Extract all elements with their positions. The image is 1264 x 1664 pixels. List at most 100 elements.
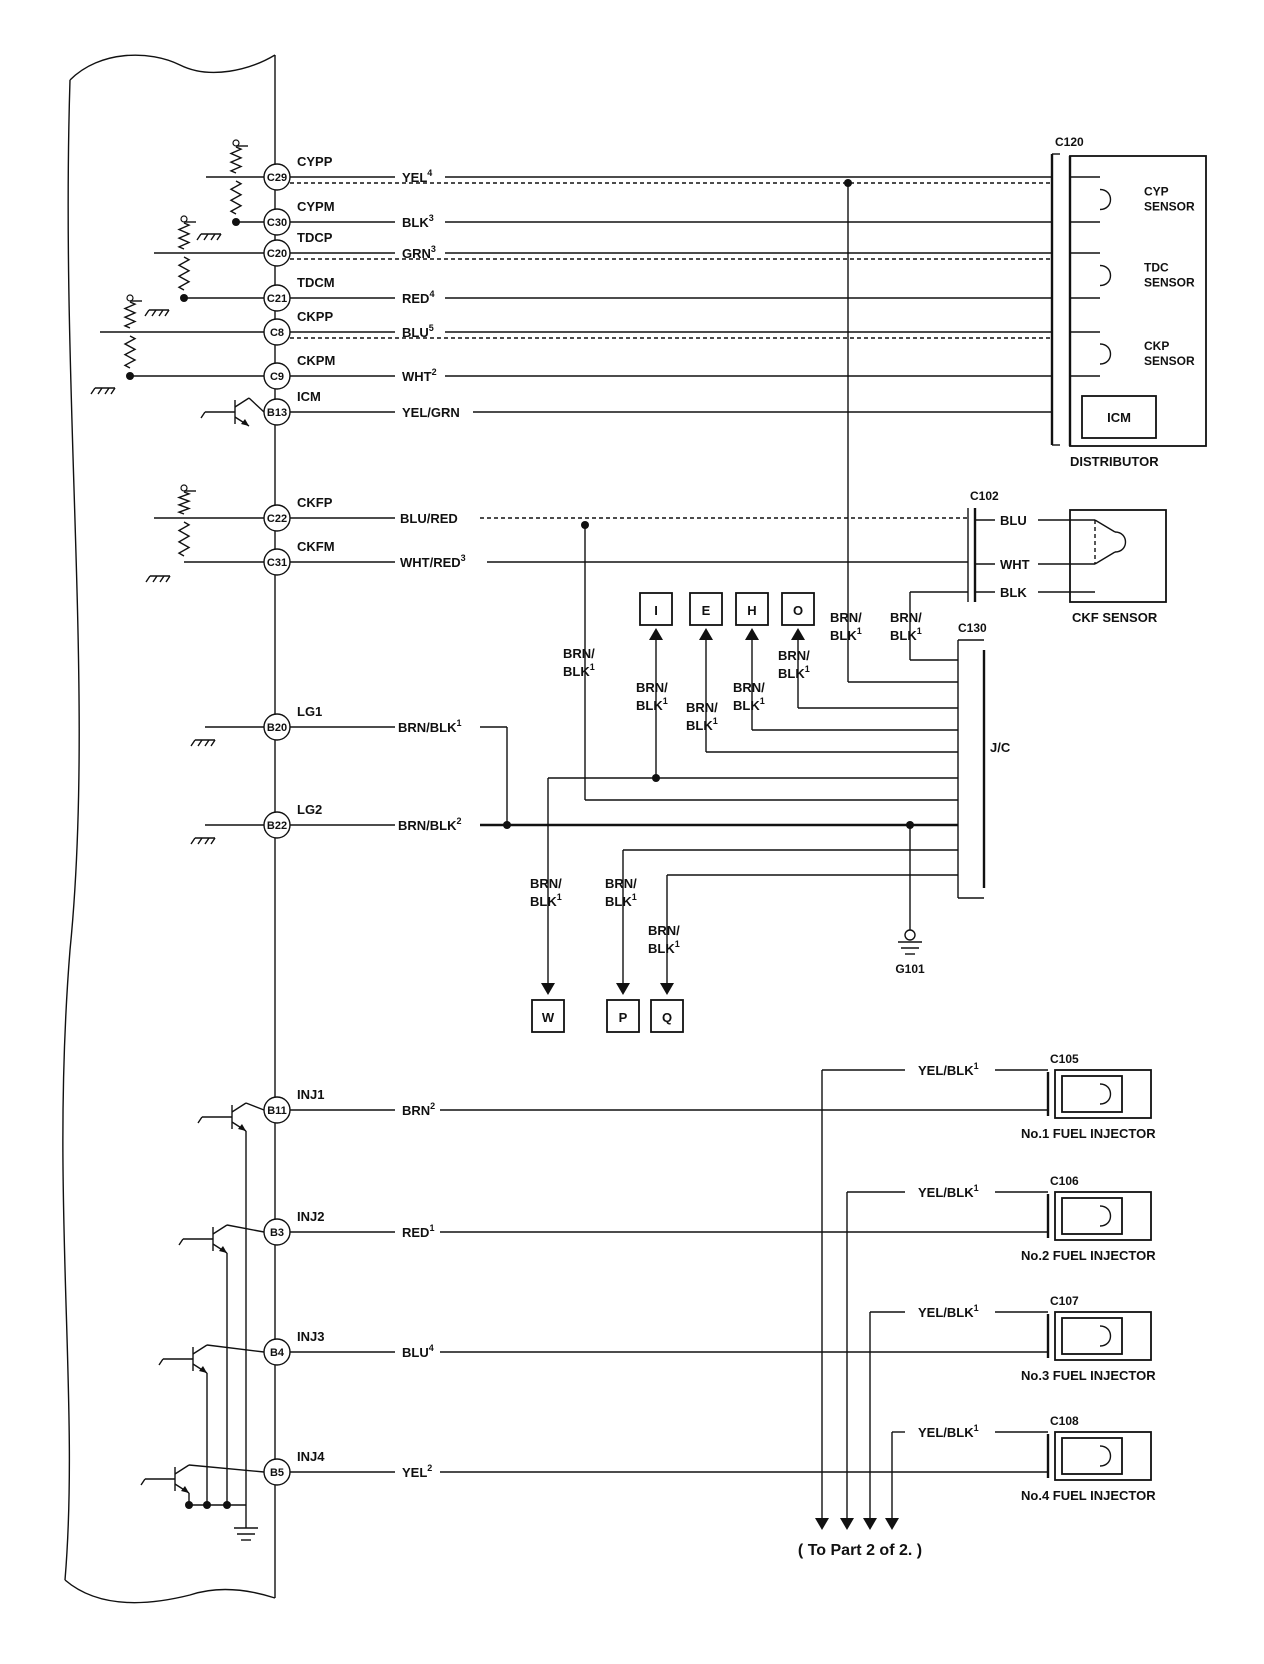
wire (212, 1224, 228, 1235)
jc-label: J/C (990, 740, 1011, 755)
gw-label-p: BRN/ (605, 876, 637, 891)
resistor-icon (177, 256, 191, 291)
ckf-sensor-label: CKF SENSOR (1072, 610, 1158, 625)
dest-p-label: P (619, 1010, 628, 1025)
pin-label: B3 (270, 1227, 284, 1239)
coil-icon (1099, 188, 1112, 211)
connector-label: C108 (1050, 1414, 1079, 1428)
wire (245, 1102, 265, 1111)
gw-label-ckf: BLK1 (890, 626, 922, 643)
gw-label-e: BLK1 (686, 716, 718, 733)
pin-label: B11 (267, 1105, 287, 1117)
ckf-wire-label: BLK (1000, 585, 1027, 600)
wire-label-b5: YEL2 (402, 1463, 432, 1480)
icm-box (1081, 395, 1157, 439)
arrow-down-icon (815, 1518, 829, 1530)
ckf-sensor-box (1069, 509, 1167, 603)
injector-driver-transistor-icon (158, 1344, 208, 1374)
wire (197, 1116, 203, 1124)
splice-dot (203, 1501, 211, 1509)
signal-name: CKPP (297, 309, 333, 324)
injector-name: No.3 FUEL INJECTOR (1021, 1368, 1156, 1383)
arrow-up-icon (649, 628, 663, 640)
splice-dot (185, 1501, 193, 1509)
arrow-up-icon (791, 628, 805, 640)
signal-name: INJ3 (297, 1329, 324, 1344)
dest-p-box (606, 999, 640, 1033)
dest-q-box (650, 999, 684, 1033)
to-part-label: ( To Part 2 of 2. ) (798, 1542, 922, 1559)
chassis-ground-icon (196, 233, 222, 241)
injector-core (1061, 1317, 1123, 1355)
wire (231, 1102, 247, 1113)
injector-core (1061, 1437, 1123, 1475)
wire (248, 397, 265, 413)
pin-label: C31 (267, 557, 287, 569)
dest-i-box (639, 592, 673, 626)
feed-label: YEL/BLK1 (918, 1423, 979, 1440)
feed-label: YEL/BLK1 (918, 1183, 979, 1200)
wire (190, 837, 196, 845)
injector-name: No.2 FUEL INJECTOR (1021, 1248, 1156, 1263)
wire (197, 837, 203, 845)
injector-driver-transistor-icon (197, 1102, 247, 1132)
gw-label-i: BLK1 (636, 696, 668, 713)
ecm-pin-b5: B5 INJ4 (263, 1449, 325, 1486)
pin-label: B20 (267, 722, 287, 734)
dest-o-box (781, 592, 815, 626)
resistor-icon (123, 335, 137, 369)
signal-name: INJ4 (297, 1449, 325, 1464)
emitter-arrow-icon (181, 1486, 189, 1493)
terminal-icon (180, 215, 188, 223)
c120-label: C120 (1055, 135, 1084, 149)
wire (197, 739, 203, 747)
wire-label-c20: GRN3 (402, 244, 436, 261)
dest-w-label: W (542, 1010, 555, 1025)
wire-label-c22: BLU/RED (400, 511, 458, 526)
dest-h-label: H (747, 603, 756, 618)
arrow-down-icon (541, 983, 555, 995)
dest-h-box (735, 592, 769, 626)
ckf-wire-label: WHT (1000, 557, 1030, 572)
icm-driver-transistor-icon (200, 397, 250, 427)
signal-name: CYPM (297, 199, 335, 214)
dest-e-box (689, 592, 723, 626)
dest-w-box (531, 999, 565, 1033)
arrow-up-icon (745, 628, 759, 640)
wire (90, 387, 96, 395)
wire (145, 575, 151, 583)
sensor-label: CKP (1144, 339, 1169, 353)
wire-label-c21: RED4 (402, 289, 434, 306)
dest-e-label: E (702, 603, 711, 618)
signal-name: LG2 (297, 802, 322, 817)
signal-name: ICM (297, 389, 321, 404)
wire-label-b11: BRN2 (402, 1101, 435, 1118)
splice-dot (503, 821, 511, 829)
signal-name: TDCM (297, 275, 335, 290)
c130-label: C130 (958, 621, 987, 635)
pin-label: C30 (267, 217, 287, 229)
wire (152, 575, 158, 583)
gw-label-o: BLK1 (778, 664, 810, 681)
pin-label: B5 (270, 1467, 284, 1479)
dest-i-label: I (654, 603, 658, 618)
wire (158, 1358, 164, 1366)
chassis-ground-icon (190, 739, 216, 747)
emitter-arrow-icon (199, 1366, 207, 1373)
pin-label: C22 (267, 513, 287, 525)
resistor-icon (229, 146, 243, 174)
wire (216, 233, 222, 241)
sensor-label: SENSOR (1144, 276, 1195, 290)
wire-label-c9: WHT2 (402, 367, 437, 384)
emitter-arrow-icon (219, 1246, 227, 1253)
terminal-icon (126, 294, 134, 302)
sensor-label: CYP (1144, 185, 1169, 199)
signal-name: INJ1 (297, 1087, 324, 1102)
